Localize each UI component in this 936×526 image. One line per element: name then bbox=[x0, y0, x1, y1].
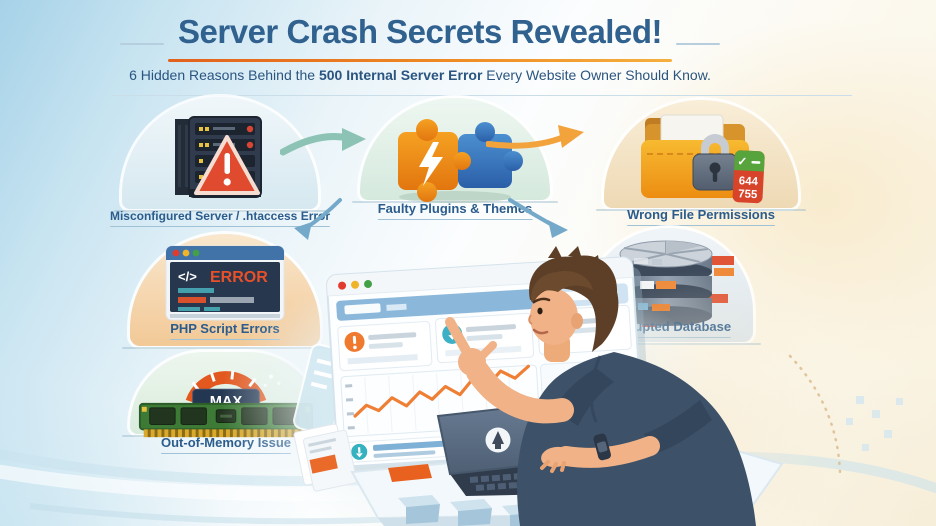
title-underline bbox=[168, 59, 672, 62]
item-out-of-memory: MAX Out-of-Memory Issue bbox=[122, 352, 330, 456]
server-warning-icon bbox=[175, 116, 262, 198]
arrow-plugins-to-permissions-icon bbox=[486, 125, 584, 149]
subtitle: 6 Hidden Reasons Behind the 500 Internal… bbox=[0, 67, 840, 83]
label-underline bbox=[170, 339, 280, 340]
database-stack-icon bbox=[606, 240, 734, 327]
item-php-errors: </> ERROR PHP Script Errors bbox=[122, 234, 328, 349]
wrist-watch bbox=[593, 433, 611, 461]
arrow-to-database-icon bbox=[508, 198, 568, 238]
beige-pills bbox=[640, 383, 700, 430]
code-tag-glyph: </> bbox=[178, 269, 197, 284]
label-underline bbox=[627, 225, 775, 226]
title-dash-right bbox=[676, 43, 720, 45]
pixel-decor bbox=[846, 396, 903, 451]
dotted-arc bbox=[788, 354, 842, 474]
item-label: Misconfigured Server / .htaccess Error bbox=[109, 209, 331, 223]
permission-value-644: 644 bbox=[738, 175, 758, 188]
desk-keyboard bbox=[350, 438, 784, 526]
title-dash-left bbox=[120, 43, 164, 45]
subtitle-suffix: Every Website Owner Should Know. bbox=[486, 67, 711, 83]
laptop bbox=[436, 402, 618, 496]
arrow-to-php-errors-icon bbox=[294, 198, 342, 240]
permission-check-glyph: ✓ bbox=[737, 154, 748, 169]
item-wrong-permissions: ✓ 644 755 Wrong File Permissions bbox=[596, 100, 806, 228]
label-underline bbox=[160, 453, 292, 454]
ram-gauge-icon: MAX bbox=[138, 370, 314, 438]
arrow-server-to-plugins-icon bbox=[280, 128, 366, 156]
item-label: PHP Script Errors bbox=[170, 321, 280, 336]
error-label: ERROR bbox=[210, 269, 268, 286]
subtitle-prefix: 6 Hidden Reasons Behind the bbox=[129, 67, 316, 83]
label-underline bbox=[109, 226, 331, 227]
label-underline bbox=[606, 337, 732, 338]
permission-value-755: 755 bbox=[738, 188, 758, 201]
item-label: Faulty Plugins & Themes bbox=[377, 201, 533, 216]
item-label: Out-of-Memory Issue bbox=[160, 435, 292, 450]
subtitle-highlight: 500 Internal Server Error bbox=[318, 67, 483, 83]
swoosh-lines bbox=[0, 448, 936, 525]
header-divider bbox=[112, 95, 852, 96]
floating-cubes bbox=[398, 495, 652, 526]
label-underline bbox=[377, 219, 533, 220]
laptop-logo-icon bbox=[485, 427, 511, 453]
small-arrow-icon bbox=[546, 372, 566, 390]
item-faulty-plugins: Faulty Plugins & Themes bbox=[352, 98, 558, 222]
code-error-window-icon: </> ERROR bbox=[165, 245, 285, 321]
item-label: Corrupted Database bbox=[606, 319, 732, 334]
item-label: Wrong File Permissions bbox=[627, 207, 775, 222]
locked-folder-icon: ✓ 644 755 bbox=[641, 114, 765, 204]
item-corrupted-database: Corrupted Database bbox=[577, 228, 761, 345]
page-title: Server Crash Secrets Revealed! bbox=[178, 13, 662, 50]
